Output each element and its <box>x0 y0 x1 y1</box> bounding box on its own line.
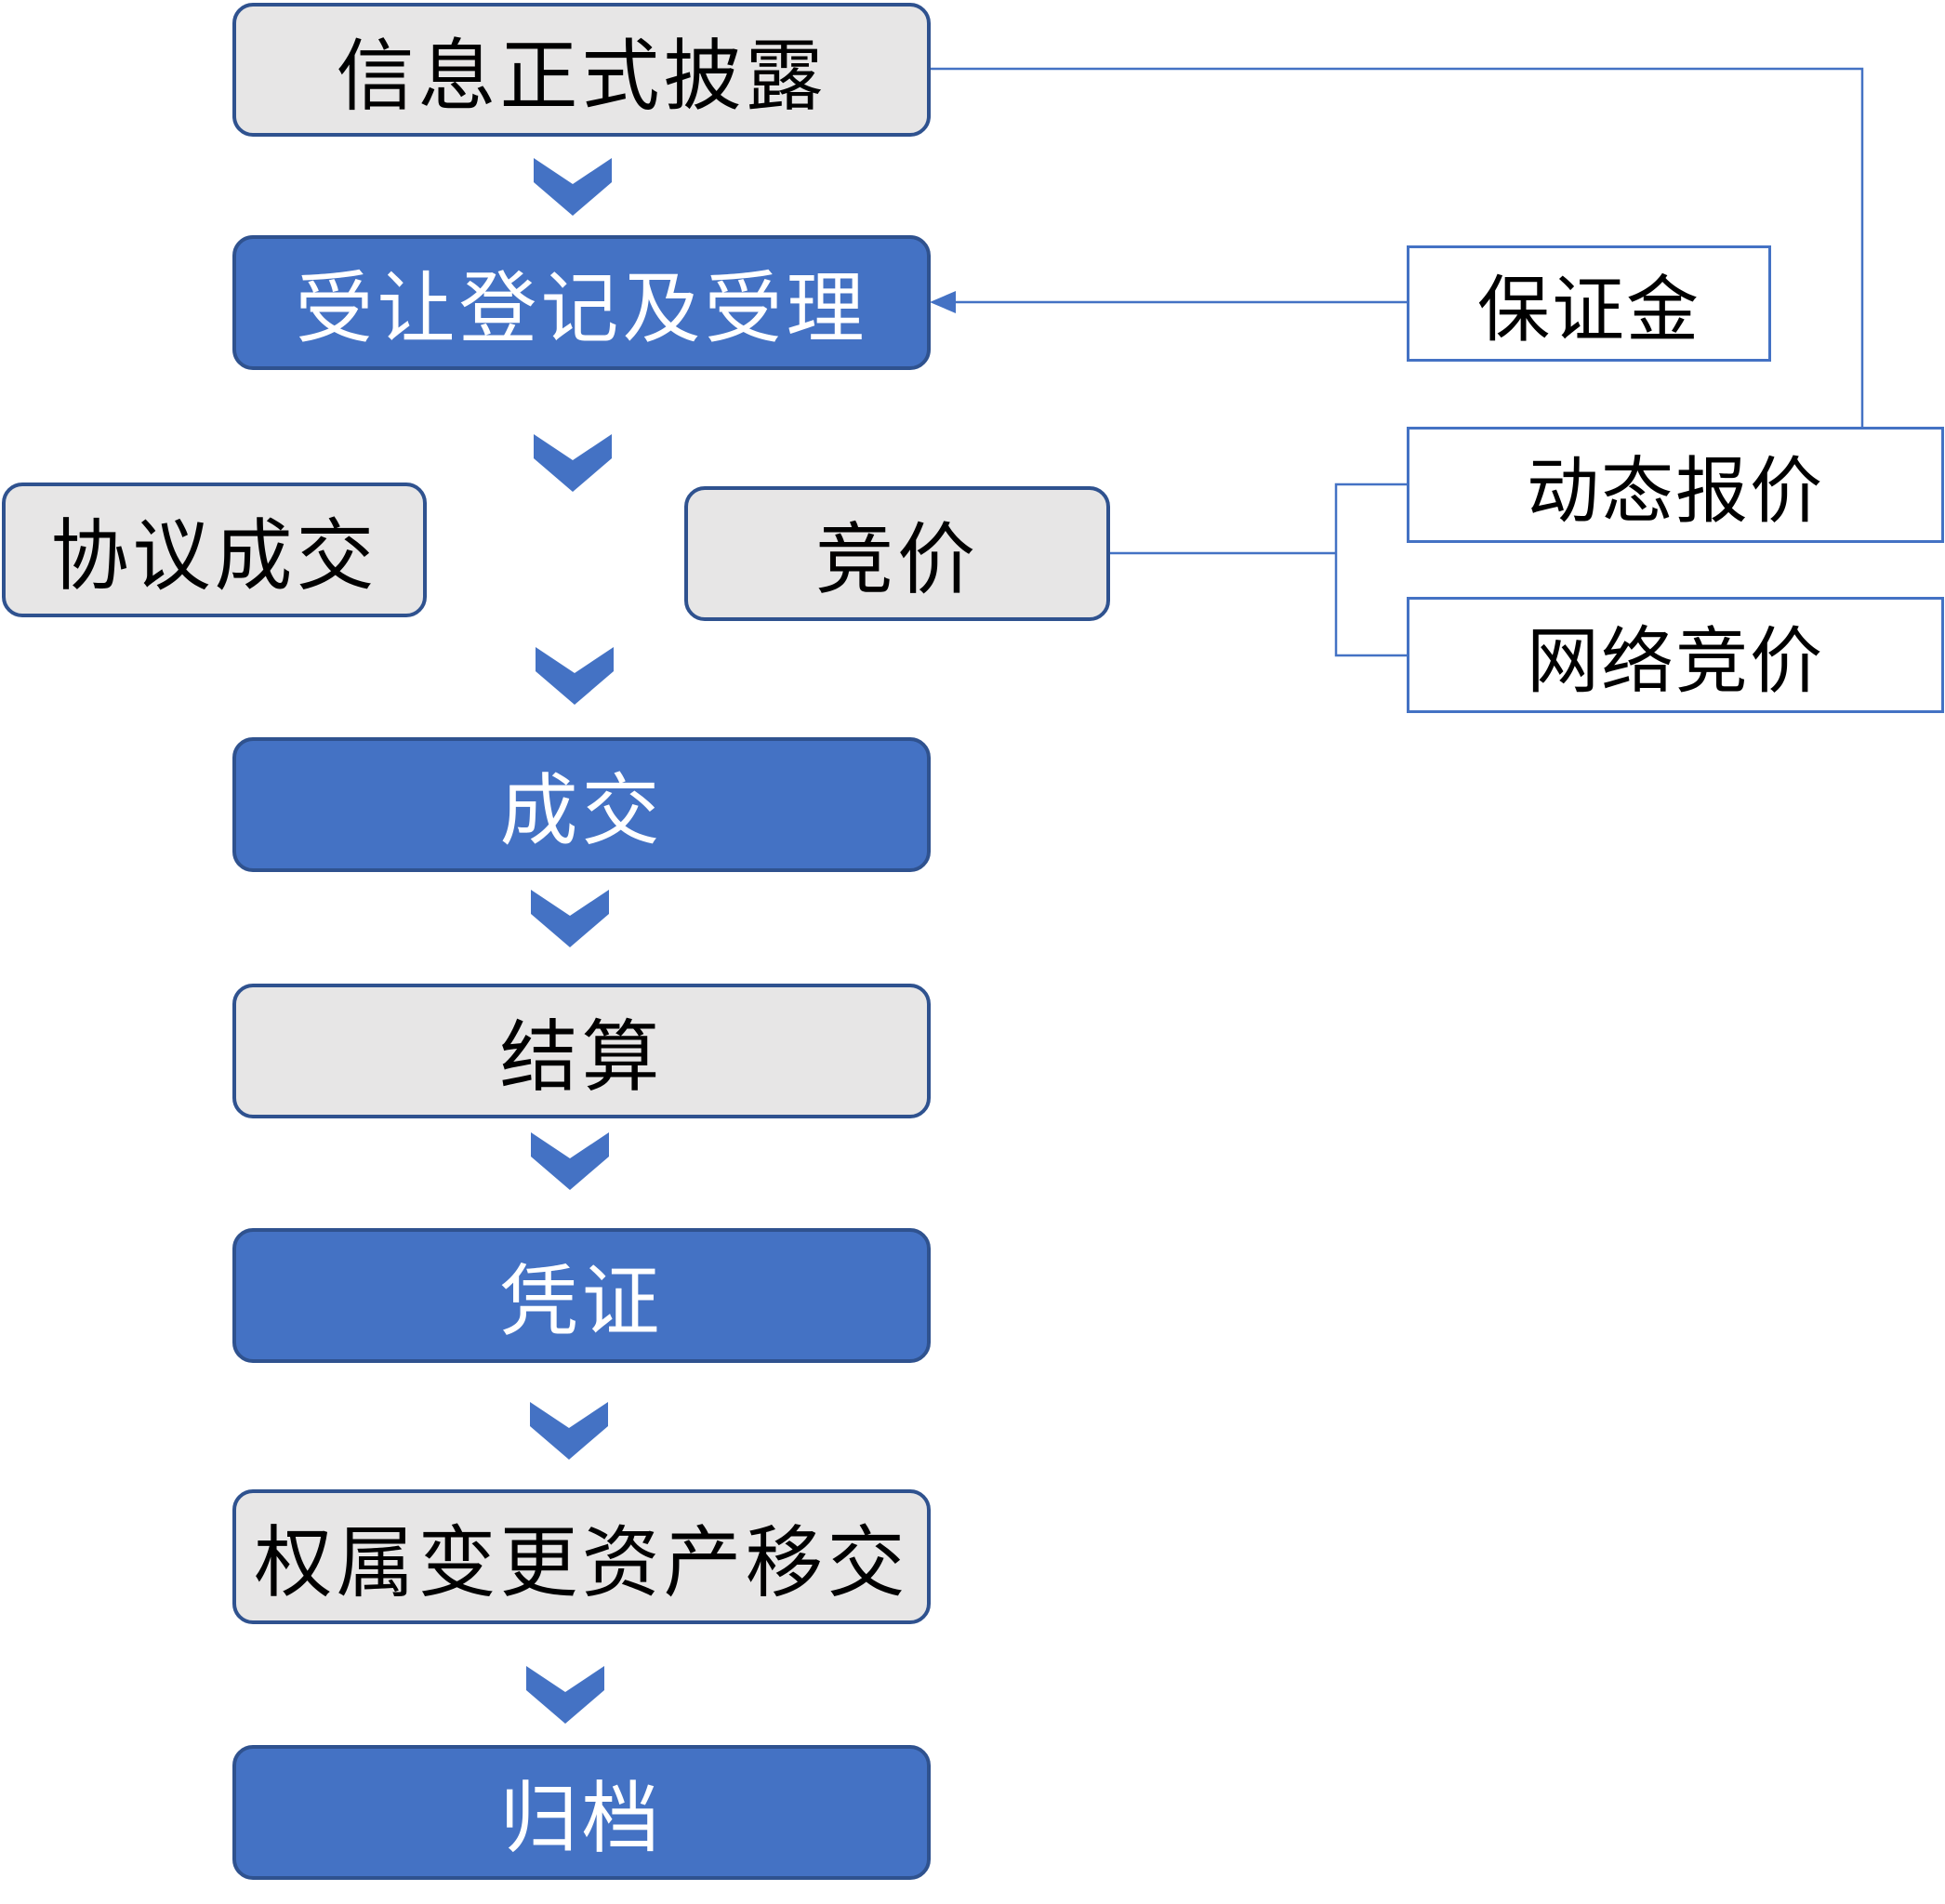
chevron-down-icon <box>526 1666 604 1724</box>
step-transfer-label: 权属变更资产移交 <box>254 1517 909 1608</box>
chevron-down-icon <box>531 890 609 947</box>
step-disclosure-label: 信息正式披露 <box>336 30 827 122</box>
chevron-down-icon <box>530 1402 608 1460</box>
side-box-deposit[interactable]: 保证金 <box>1407 245 1771 362</box>
side-box-online-bidding[interactable]: 网络竞价 <box>1407 597 1944 713</box>
side-box-dynamic-quote[interactable]: 动态报价 <box>1407 427 1944 543</box>
arrowhead-icon <box>930 291 956 313</box>
side-box-dynamic-quote-label: 动态报价 <box>1526 449 1824 534</box>
step-deal-label: 成交 <box>499 765 664 856</box>
step-disclosure[interactable]: 信息正式披露 <box>232 3 931 137</box>
step-deal[interactable]: 成交 <box>232 737 931 872</box>
connector-disclosure-to-dynamic-quote <box>930 67 1864 429</box>
step-bidding[interactable]: 竞价 <box>684 486 1110 621</box>
chevron-down-icon <box>534 434 612 492</box>
step-voucher[interactable]: 凭证 <box>232 1228 931 1363</box>
step-archive[interactable]: 归档 <box>232 1745 931 1880</box>
chevron-down-icon <box>531 1132 609 1190</box>
step-voucher-label: 凭证 <box>499 1256 664 1347</box>
step-registration[interactable]: 受让登记及受理 <box>232 235 931 370</box>
step-archive-label: 归档 <box>499 1773 664 1864</box>
step-agreement-label: 协议成交 <box>50 510 378 602</box>
side-box-online-bidding-label: 网络竞价 <box>1526 619 1824 704</box>
step-settlement-label: 结算 <box>499 1012 664 1103</box>
step-settlement[interactable]: 结算 <box>232 984 931 1118</box>
step-bidding-label: 竞价 <box>814 514 979 605</box>
chevron-down-icon <box>534 158 612 216</box>
step-agreement[interactable]: 协议成交 <box>2 483 427 617</box>
step-transfer[interactable]: 权属变更资产移交 <box>232 1489 931 1624</box>
side-box-deposit-label: 保证金 <box>1476 268 1700 352</box>
connector-bidding-bracket <box>1334 483 1409 657</box>
chevron-down-icon <box>536 647 614 705</box>
step-registration-label: 受让登记及受理 <box>295 263 868 354</box>
